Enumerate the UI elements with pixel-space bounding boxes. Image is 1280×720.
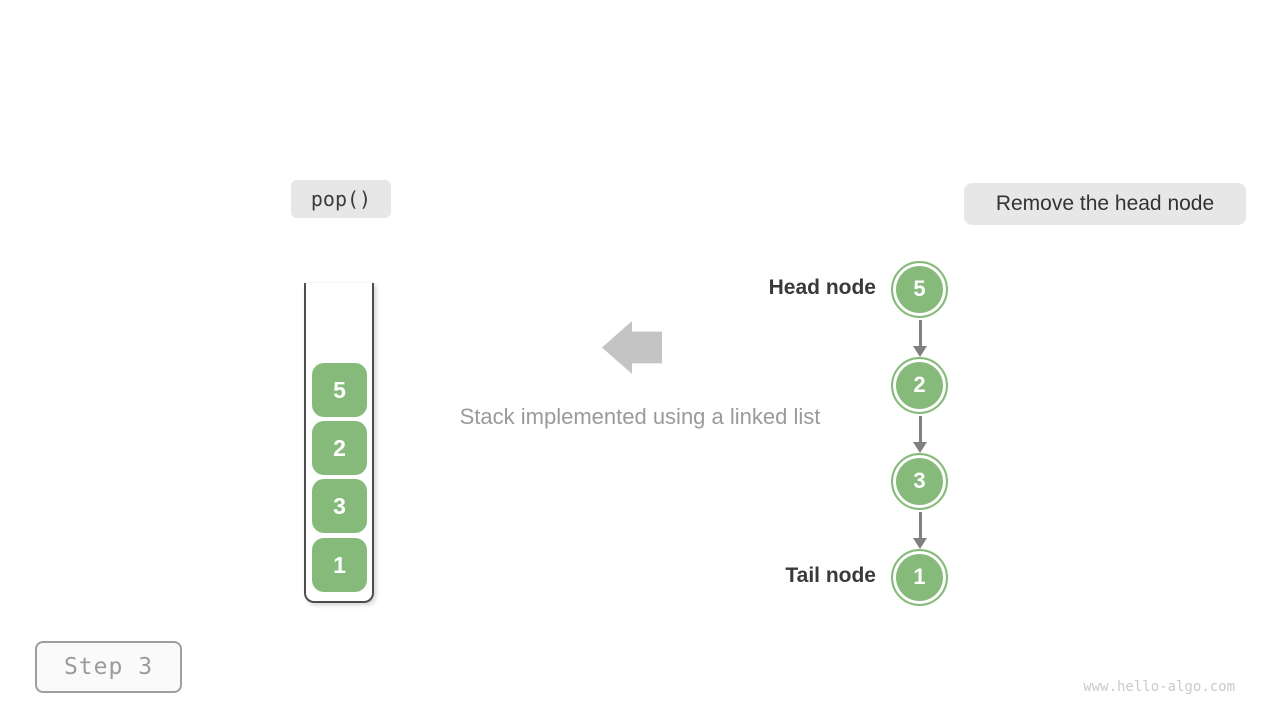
step-badge: Step 3	[35, 641, 182, 693]
list-node: 2	[891, 357, 948, 414]
arrow-line	[918, 320, 922, 348]
operation-description: Remove the head node	[964, 183, 1246, 225]
stack-item: 5	[312, 363, 367, 417]
left-block-arrow-icon	[602, 321, 662, 374]
operation-label: pop()	[291, 180, 391, 218]
stack-item: 1	[312, 538, 367, 592]
list-node: 1	[891, 549, 948, 606]
watermark: www.hello-algo.com	[1083, 679, 1235, 695]
caption-text: Stack implemented using a linked list	[459, 404, 821, 429]
tail-node-label: Tail node	[785, 564, 876, 587]
arrow-head	[913, 346, 927, 357]
head-node-label: Head node	[768, 276, 876, 299]
down-arrow-icon	[912, 416, 928, 453]
down-arrow-icon	[912, 512, 928, 549]
arrow-line	[918, 416, 922, 444]
down-arrow-icon	[912, 320, 928, 357]
stack-item: 3	[312, 479, 367, 533]
arrow-head	[913, 538, 927, 549]
arrow-head	[913, 442, 927, 453]
list-node: 5	[891, 261, 948, 318]
list-node: 3	[891, 453, 948, 510]
arrow-line	[918, 512, 922, 540]
stack-item: 2	[312, 421, 367, 475]
